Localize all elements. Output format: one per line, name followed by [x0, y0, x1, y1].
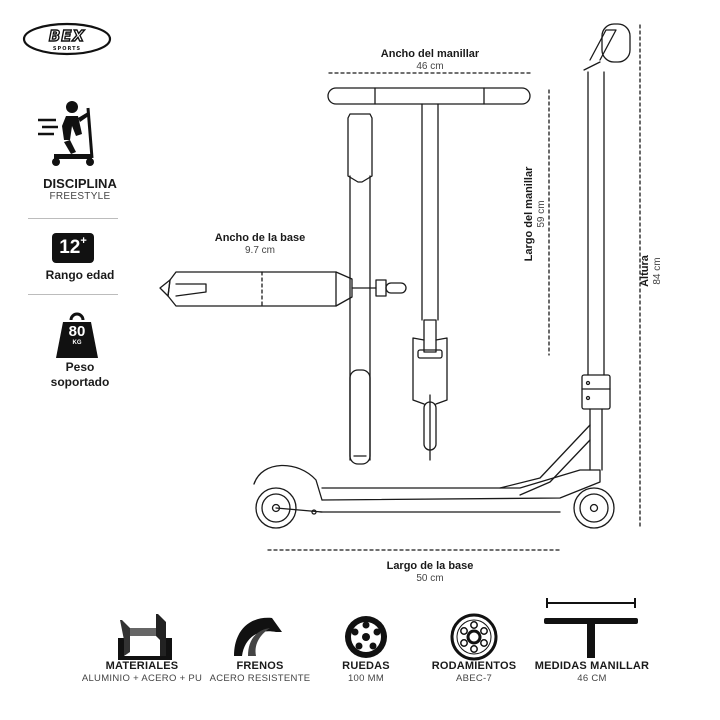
brand-name: BEX — [48, 26, 86, 45]
discipline-title: DISCIPLINA — [43, 176, 117, 191]
discipline-block: DISCIPLINA FREESTYLE — [20, 176, 140, 203]
feature-materials: MATERIALES ALUMINIO + ACERO + PU — [81, 660, 203, 684]
base-length-label: Largo de la base 50 cm — [386, 560, 474, 584]
divider — [28, 294, 118, 295]
channel-profile-icon — [118, 614, 172, 660]
weight-label-line1: Peso — [65, 360, 95, 374]
scooter-side-view — [253, 23, 631, 529]
age-badge: 12+ — [52, 233, 94, 263]
logo-oval — [22, 22, 112, 56]
age-block: Rango edad — [20, 268, 140, 283]
handlebar-icon — [544, 598, 638, 658]
wheel-icon — [345, 616, 387, 658]
weight-label-line2: soportado — [50, 375, 110, 389]
divider — [28, 218, 118, 219]
dimension-lines — [261, 24, 641, 551]
scooter-rider-icon — [38, 101, 94, 166]
brand-sub: SPORTS — [52, 46, 82, 52]
handlebar-width-label: Ancho del manillar 46 cm — [380, 48, 480, 72]
bearing-icon — [450, 613, 498, 661]
deck-side-view — [159, 271, 407, 307]
brake-fender-icon — [234, 617, 282, 656]
feature-bearings: RODAMIENTOS ABEC-7 — [431, 660, 517, 684]
weight-icon — [56, 312, 98, 358]
age-label: Rango edad — [45, 268, 115, 282]
weight-block: Peso soportado — [20, 360, 140, 390]
feature-handlebar-size: MEDIDAS MANILLAR 46 CM — [534, 660, 650, 684]
weight-unit: KG — [72, 340, 82, 346]
deck-top-view — [347, 113, 373, 465]
feature-wheels: RUEDAS 100 MM — [342, 660, 390, 684]
weight-value: 80 — [68, 323, 86, 340]
handlebar-front-view — [327, 87, 531, 461]
base-width-label: Ancho de la base 9.7 cm — [214, 232, 306, 256]
discipline-value: FREESTYLE — [49, 191, 111, 202]
feature-brakes: FRENOS ACERO RESISTENTE — [209, 660, 311, 684]
brand-logo: BEX SPORTS — [22, 22, 112, 62]
